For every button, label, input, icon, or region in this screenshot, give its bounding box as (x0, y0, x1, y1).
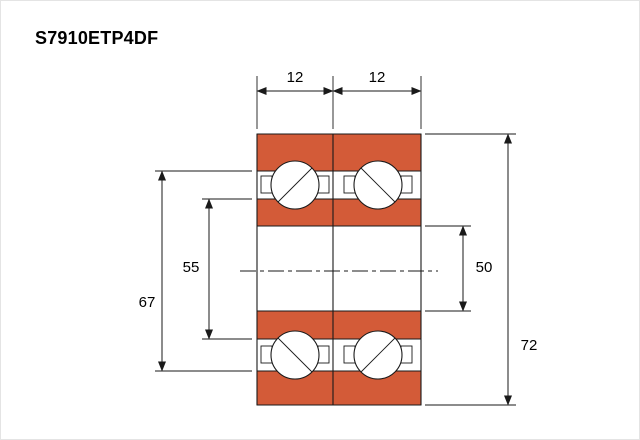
part-number-title: S7910ETP4DF (35, 28, 159, 48)
cage-pocket (343, 345, 356, 364)
cage-pocket (400, 345, 413, 364)
dim-label-outer-shoulder: 67 (139, 294, 156, 311)
cage-pocket (400, 175, 413, 194)
ball-contact-line (277, 337, 313, 373)
cage-pocket (343, 175, 356, 194)
outer-ring-bottom-section (256, 370, 422, 406)
dim-label-inner-shoulder: 55 (183, 259, 200, 276)
dim-label-row-width-left: 12 (287, 69, 304, 86)
cage-pocket (260, 175, 273, 194)
ball-contact-line (277, 167, 313, 203)
dim-label-outside-diameter: 72 (521, 337, 538, 354)
dim-label-bore: 50 (476, 259, 493, 276)
dim-label-row-width-right: 12 (369, 69, 386, 86)
ball-contact-line (360, 167, 396, 203)
cage-pocket (260, 345, 273, 364)
cage-pocket (317, 345, 330, 364)
ball-contact-line (360, 337, 396, 373)
cage-pocket (317, 175, 330, 194)
